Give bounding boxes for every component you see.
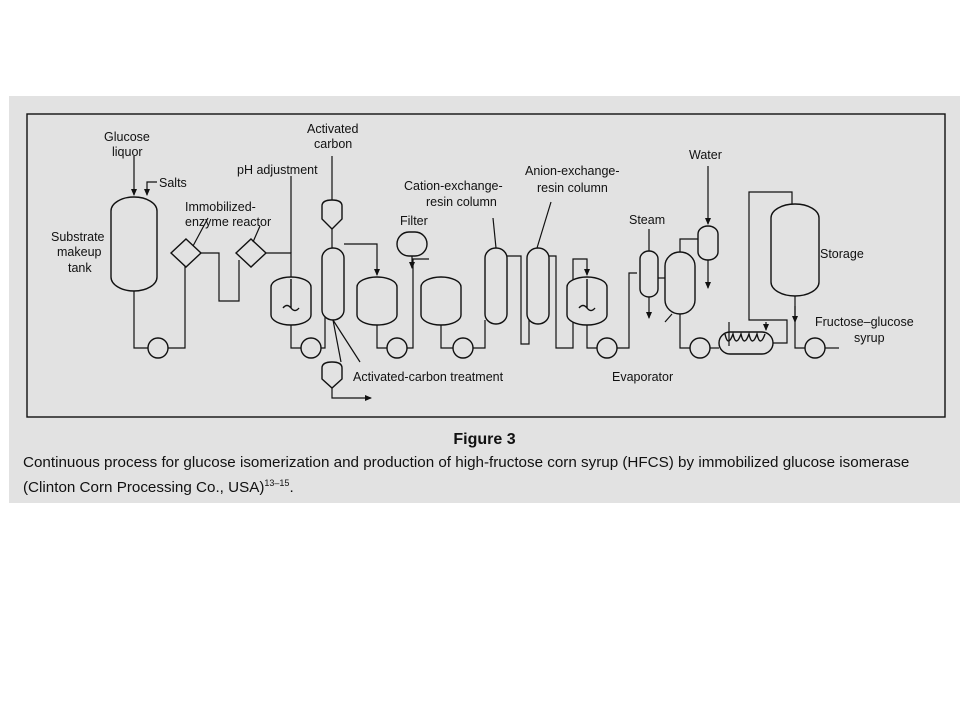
activated-carbon-column (321, 247, 345, 321)
caption-body: Continuous process for glucose isomeriza… (23, 454, 910, 497)
substrate-makeup-tank (110, 196, 158, 292)
label-activated: Activated (307, 122, 358, 136)
condenser (697, 225, 719, 261)
label-syrup: syrup (854, 331, 885, 345)
diagram-frame (26, 113, 946, 418)
label-cation-column: resin column (426, 195, 497, 209)
activated-carbon-hopper (321, 199, 343, 230)
label-tank: tank (68, 261, 92, 275)
label-immobilized: Immobilized- (185, 200, 256, 214)
cation-exchange-column (484, 247, 508, 325)
filtrate-tank (420, 276, 462, 326)
figure-caption: Continuous process for glucose isomeriza… (23, 453, 948, 498)
caption-period: . (289, 479, 294, 497)
label-salts: Salts (159, 176, 187, 190)
pump-7 (804, 337, 826, 359)
spent-carbon-hopper (321, 361, 343, 389)
filter (396, 231, 428, 257)
process-flow-diagram: Glucose liquor Salts Substrate makeup ta… (26, 113, 946, 418)
anion-exchange-column (526, 247, 550, 325)
pump-2 (300, 337, 322, 359)
pump-5 (596, 337, 618, 359)
label-water: Water (689, 148, 722, 162)
label-steam: Steam (629, 213, 665, 227)
figure-page: Glucose liquor Salts Substrate makeup ta… (9, 96, 960, 503)
storage-tank (770, 203, 820, 297)
enzyme-reactor-1 (169, 238, 203, 268)
evaporator (664, 251, 696, 315)
steam-heater (639, 250, 659, 298)
label-anion: Anion-exchange- (525, 164, 620, 178)
label-substrate: Substrate (51, 230, 105, 244)
label-activated-carbon-treatment: Activated-carbon treatment (353, 370, 504, 384)
figure-title: Figure 3 (453, 431, 516, 448)
label-cation: Cation-exchange- (404, 179, 503, 193)
label-carbon: carbon (314, 137, 352, 151)
label-fructose-glucose: Fructose–glucose (815, 315, 914, 329)
label-glucose: Glucose (104, 130, 150, 144)
label-liquor: liquor (112, 145, 143, 159)
label-makeup: makeup (57, 245, 102, 259)
pump-1 (147, 337, 169, 359)
pump-4 (452, 337, 474, 359)
pump-6 (689, 337, 711, 359)
label-ph-adjustment: pH adjustment (237, 163, 318, 177)
label-anion-column: resin column (537, 181, 608, 195)
label-enzyme-reactor: enzyme reactor (185, 215, 271, 229)
activated-carbon-tank (356, 276, 398, 326)
caption-references: 13–15 (264, 478, 290, 488)
label-filter: Filter (400, 214, 428, 228)
enzyme-reactor-2 (234, 238, 268, 268)
label-storage: Storage (820, 247, 864, 261)
label-evaporator: Evaporator (612, 370, 673, 384)
pump-3 (386, 337, 408, 359)
